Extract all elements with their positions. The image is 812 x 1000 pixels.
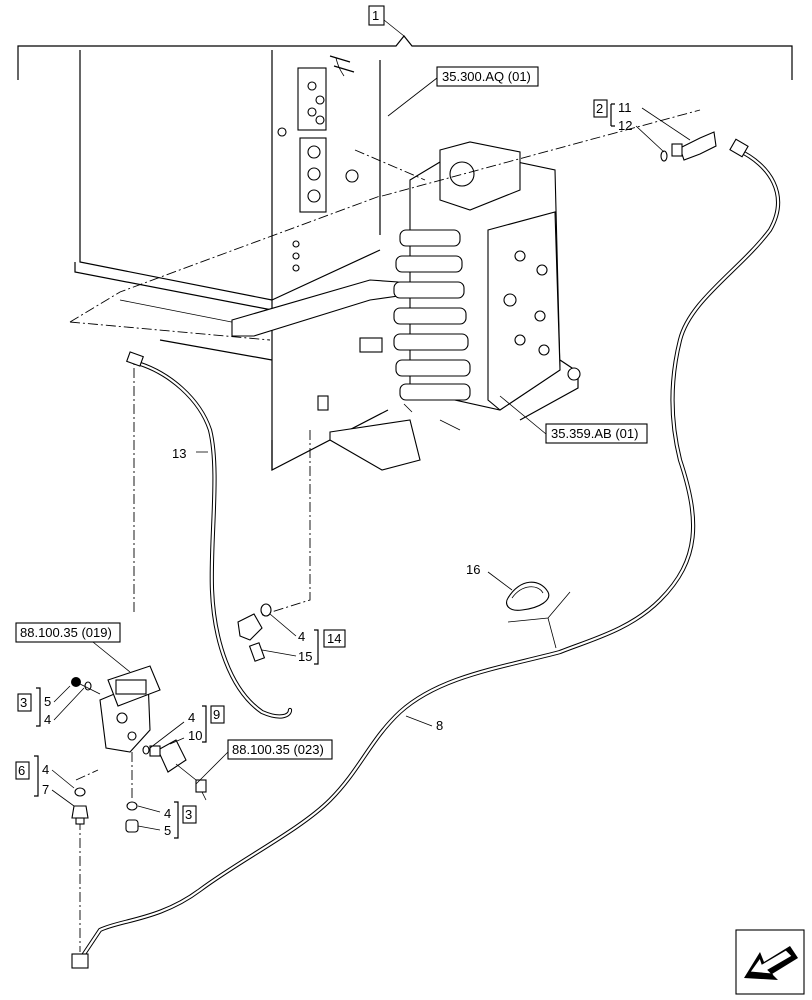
centre-lines [69,109,701,952]
item-label-4-lower: 4 [164,806,171,821]
plug-5-group-3: 4 5 3 [125,801,197,839]
pressure-switch-block: 3 5 4 [17,637,161,753]
assembly-bracket: 1 [17,5,793,80]
sensor-10-group-9: 4 10 9 [142,705,225,801]
item-label-7: 7 [42,782,49,797]
hose-13: 13 [126,351,293,719]
group-label-1: 1 [372,8,379,23]
ref-88-100-35-023[interactable]: 88.100.35 (023) [232,742,324,757]
item-label-16: 16 [466,562,480,577]
hose-8: 8 [71,138,781,969]
item-label-4-group-6: 4 [42,762,49,777]
item-label-4-upper: 4 [44,712,51,727]
valve-spools [359,229,471,401]
item-label-4-group-14: 4 [298,629,305,644]
group-label-3-lower: 3 [185,807,192,822]
ref-88-100-35-019[interactable]: 88.100.35 (019) [20,625,112,640]
fitting-11-12: 2 11 12 [593,99,717,162]
item-label-13: 13 [172,446,186,461]
item-label-4-group-9: 4 [188,710,195,725]
cab-plate [74,50,421,471]
reference-labels: 35.300.AQ (01) 35.359.AB (01) 88.100.35 … [15,66,648,785]
item-label-5-upper: 5 [44,694,51,709]
control-valve [359,141,581,431]
group-label-14: 14 [327,631,341,646]
arrow-to-previous-view-icon[interactable] [735,929,805,995]
item-label-10: 10 [188,728,202,743]
group-label-3-upper: 3 [20,695,27,710]
item-label-12: 12 [618,118,632,133]
ref-35-359-ab[interactable]: 35.359.AB (01) [551,426,638,441]
group-label-9: 9 [213,707,220,722]
ref-35-300-aq[interactable]: 35.300.AQ (01) [442,69,531,84]
item-label-5-lower: 5 [164,823,171,838]
seal-16: 16 [466,562,571,649]
item-label-8: 8 [436,718,443,733]
item-label-15: 15 [298,649,312,664]
adapter-7-group-6: 6 4 7 [15,755,89,825]
group-label-6: 6 [18,763,25,778]
group-label-2: 2 [596,101,603,116]
fitting-15-group-14: 4 15 14 [237,603,346,665]
item-label-11: 11 [618,100,632,115]
